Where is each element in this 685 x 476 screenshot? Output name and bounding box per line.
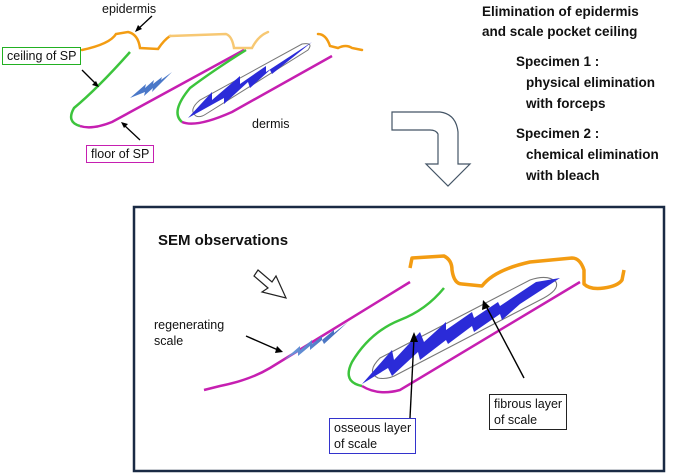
- label-regenerating-line2: scale: [154, 334, 184, 348]
- sem-title: SEM observations: [158, 232, 289, 249]
- top-regenerating-scale: [130, 72, 172, 98]
- label-dermis: dermis: [252, 117, 290, 131]
- label-ceiling-of-sp: ceiling of SP: [2, 47, 82, 66]
- sem-regenerating-scale: [284, 322, 348, 360]
- arrowhead-regenerating: [275, 346, 283, 353]
- fibrous-line1: fibrous layer: [494, 397, 563, 411]
- arrow-floor: [123, 124, 141, 141]
- arrowhead-osseous: [410, 332, 418, 342]
- specimen2-line1: chemical elimination: [526, 147, 659, 162]
- osseous-line2: of scale: [334, 437, 378, 451]
- top-fibrous-outline: [192, 43, 311, 118]
- sem-frame: [132, 205, 666, 473]
- title-line-2: and scale pocket ceiling: [482, 24, 638, 39]
- arrow-osseous: [409, 337, 415, 419]
- specimen1-heading: Specimen 1 :: [516, 54, 600, 69]
- arrowhead-ceiling: [92, 81, 99, 87]
- arrow-regenerating: [245, 335, 279, 351]
- sem-ceiling: [347, 287, 445, 388]
- sem-diagram: [203, 254, 626, 419]
- osseous-line1: osseous layer: [334, 421, 412, 435]
- process-arrow: [391, 111, 472, 187]
- sem-osseous-scale: [362, 278, 560, 384]
- top-ceiling-2: [176, 48, 247, 123]
- top-osseous-scale: [188, 42, 312, 118]
- sem-floor-inner: [361, 280, 581, 394]
- arrowhead-epidermis: [135, 25, 142, 32]
- sem-fibrous-outline: [371, 276, 558, 380]
- top-epidermis-line: [80, 30, 172, 52]
- sem-floor-outer: [203, 280, 411, 392]
- arrow-ceiling: [81, 69, 97, 85]
- label-regenerating-line1: regenerating: [154, 318, 225, 332]
- top-floor-2: [181, 54, 333, 125]
- top-scale-diagram: [69, 15, 364, 141]
- top-epidermis-line-right: [316, 32, 364, 52]
- arrow-fibrous: [485, 305, 525, 379]
- specimen1-line1: physical elimination: [526, 75, 656, 90]
- specimen1-line2: with forceps: [526, 96, 606, 111]
- label-fibrous-layer: fibrous layer of scale: [489, 394, 568, 430]
- top-ceiling-1: [69, 51, 131, 128]
- specimen2-line2: with bleach: [526, 168, 600, 183]
- top-epidermis-removed: [168, 30, 270, 50]
- arrowhead-floor: [121, 122, 128, 128]
- title-line-1: Elimination of epidermis: [482, 4, 639, 19]
- fibrous-line2: of scale: [494, 413, 538, 427]
- label-osseous-layer: osseous layer of scale: [329, 418, 417, 454]
- sem-epidermis-line: [408, 254, 626, 291]
- top-floor-1: [79, 48, 245, 129]
- sem-view-arrow: [253, 269, 288, 299]
- label-floor-of-sp: floor of SP: [86, 145, 155, 164]
- arrowhead-fibrous: [482, 300, 490, 310]
- specimen2-heading: Specimen 2 :: [516, 126, 600, 141]
- label-epidermis: epidermis: [102, 2, 157, 16]
